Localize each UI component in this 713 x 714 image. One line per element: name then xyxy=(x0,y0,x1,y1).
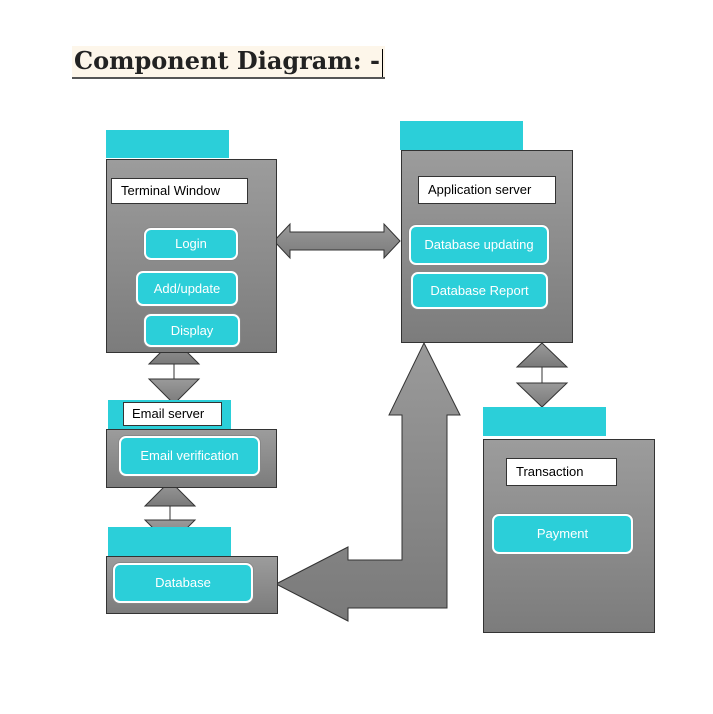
page-title-text: Component Diagram: - xyxy=(74,46,380,75)
terminal-app-server-double-arrow xyxy=(273,222,401,260)
add-update-item[interactable]: Add/update xyxy=(136,271,238,306)
login-item[interactable]: Login xyxy=(144,228,238,260)
display-item[interactable]: Display xyxy=(144,314,240,347)
terminal-component-tab xyxy=(106,130,229,158)
database-updating-item[interactable]: Database updating xyxy=(409,225,549,265)
database-component-tab xyxy=(108,527,231,556)
application-server-label: Application server xyxy=(418,176,556,204)
app-server-component-tab xyxy=(400,121,523,150)
terminal-window-label: Terminal Window xyxy=(111,178,248,204)
transaction-label: Transaction xyxy=(506,458,617,486)
page-title: Component Diagram: - xyxy=(72,46,385,79)
app-server-transaction-double-arrow xyxy=(515,342,569,408)
text-cursor xyxy=(381,48,383,77)
database-report-item[interactable]: Database Report xyxy=(411,272,548,309)
database-item[interactable]: Database xyxy=(113,563,253,603)
email-verification-item[interactable]: Email verification xyxy=(119,436,260,476)
email-server-label: Email server xyxy=(123,402,222,426)
payment-item[interactable]: Payment xyxy=(492,514,633,554)
transaction-component-tab xyxy=(483,407,606,436)
database-app-server-bent-arrow xyxy=(274,341,461,622)
